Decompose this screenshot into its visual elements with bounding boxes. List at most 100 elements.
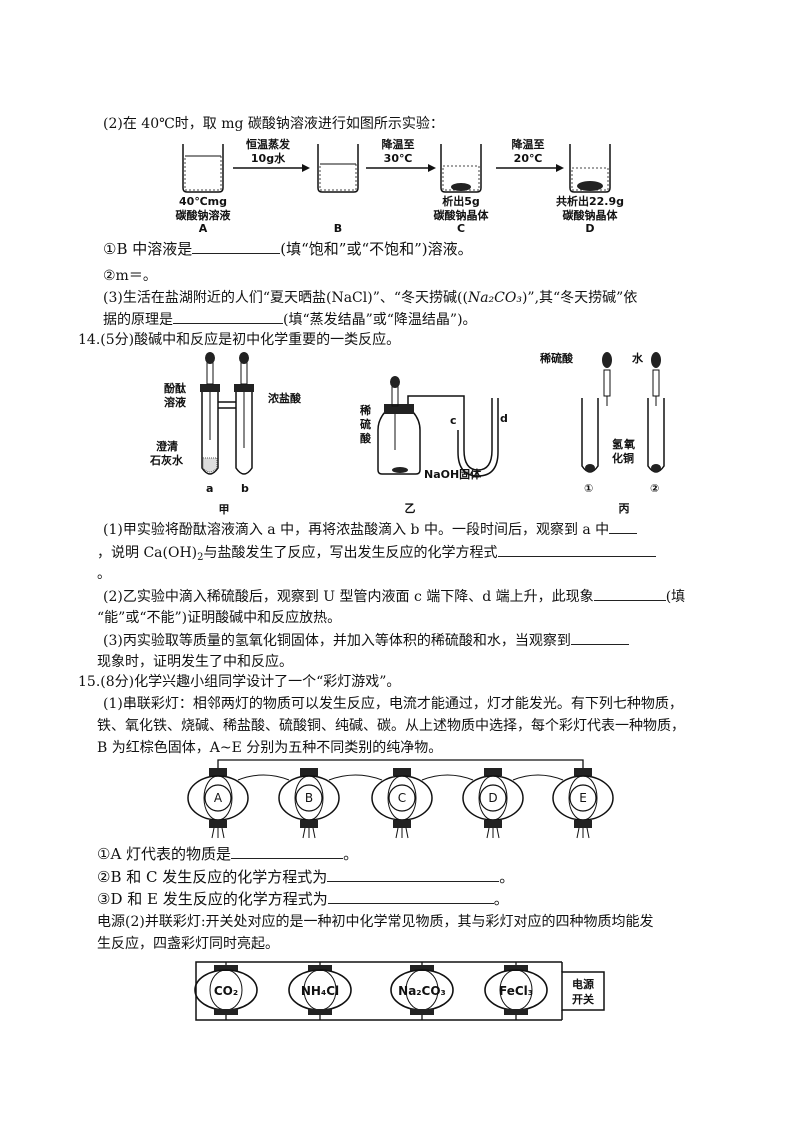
bing-acid: 稀硫酸 [540, 351, 574, 365]
q13-part3-line1: (3)生活在盐湖附近的人们“夏天晒盐(NaCl)”、“冬天捞碱((Na₂CO₃)… [103, 290, 638, 306]
parallel-lamp-3: Na₂CO₃ [390, 962, 454, 1020]
switch-label-2: 开关 [572, 992, 594, 1006]
answer-blank[interactable] [327, 889, 494, 904]
yi-label3: 酸 [360, 431, 372, 445]
bing-cu2: 氧 [623, 437, 635, 451]
answer-blank[interactable] [570, 630, 629, 645]
bing-name: 丙 [619, 502, 630, 515]
beaker-c [440, 144, 482, 193]
yi-d: d [500, 412, 508, 425]
yi-label2: 硫 [360, 417, 371, 431]
jia-label-phenol1: 酚酞 [164, 381, 186, 395]
q14-p1-line2: ，说明 Ca(OH)2与盐酸发生了反应，写出发生反应的化学方程式 [97, 542, 656, 568]
series-lamp-c: C [371, 768, 433, 839]
q14-p1-line1: (1)甲实验将酚酞溶液滴入 a 中，再将浓盐酸滴入 b 中。一段时间后，观察到 … [103, 519, 638, 540]
answer-blank[interactable] [593, 586, 666, 601]
q15-p1-line2: 铁、氧化铁、烧碱、稀盐酸、硫酸铜、纯碱、碳。从上述物质中选择，每个彩灯代表一种物… [97, 718, 685, 734]
q15-p2-line1: 电源(2)并联彩灯:开关处对应的是一种初中化学常见物质，其与彩灯对应的四种物质均… [97, 914, 654, 930]
beaker-d [569, 144, 611, 193]
neutralization-diagrams: 酚酞 溶液 浓盐酸 澄清 石灰水 a b 甲 稀 硫 酸 c d NaOH固体 … [149, 351, 665, 516]
jia-apparatus [200, 352, 254, 475]
answer-blank[interactable] [497, 542, 656, 557]
bing-1: ① [584, 482, 593, 495]
q14-title: 14.(5分)酸碱中和反应是初中化学重要的一类反应。 [78, 332, 401, 348]
arrow2-bottom: 30℃ [384, 152, 413, 165]
q14-p3-line2: 现象时，证明发生了中和反应。 [97, 654, 293, 670]
parallel-lamp-label: FeCl₃ [499, 984, 533, 998]
series-lamp-label: A [214, 791, 223, 805]
bing-water: 水 [632, 351, 644, 365]
series-lamp-diagram: A B C D E [187, 759, 614, 839]
beaker-experiment-diagram: 40℃mg 碳酸钠溶液 A 恒温蒸发 10g水 B 降温至 30℃ 析出5g 碳… [176, 137, 625, 235]
beaker-a-label2: 碳酸钠溶液 [176, 208, 232, 222]
beaker-a [182, 144, 224, 193]
yi-naoh: NaOH固体 [424, 467, 482, 481]
q13-subq2: ②m＝。 [103, 268, 157, 284]
q15-p2-line2: 生反应，四盏彩灯同时亮起。 [97, 936, 279, 952]
arrow3-bottom: 20℃ [514, 152, 543, 165]
yi-apparatus [377, 376, 499, 477]
bing-cu1: 氢 [612, 437, 623, 451]
series-lamp-label: C [398, 791, 406, 805]
jia-label-lime1: 澄清 [156, 439, 178, 453]
q15-qc: ③D 和 E 发生反应的化学方程式为。 [97, 889, 509, 908]
answer-blank[interactable] [173, 309, 283, 324]
bing-2: ② [650, 482, 659, 495]
series-lamp-b: B [278, 768, 340, 839]
jia-name: 甲 [219, 503, 230, 516]
beaker-b-letter: B [334, 222, 342, 235]
answer-blank[interactable] [609, 519, 638, 534]
jia-a: a [206, 482, 213, 495]
yi-c: c [450, 414, 457, 427]
q13-subq1: ①B 中溶液是(填“饱和”或“不饱和”)溶液。 [103, 239, 473, 258]
jia-label-phenol2: 溶液 [164, 395, 187, 409]
jia-b: b [241, 482, 249, 495]
beaker-d-label2: 碳酸钠晶体 [563, 208, 619, 222]
yi-label1: 稀 [360, 403, 371, 417]
q15-qb: ②B 和 C 发生反应的化学方程式为。 [97, 867, 515, 886]
series-lamp-e: E [552, 768, 614, 839]
arrow1-bottom: 10g水 [251, 151, 286, 165]
bing-cu3: 化铜 [612, 451, 634, 465]
jia-label-lime2: 石灰水 [149, 453, 184, 467]
answer-blank[interactable] [192, 239, 281, 254]
parallel-lamp-4: FeCl₃ [484, 962, 548, 1020]
jia-label-hcl: 浓盐酸 [268, 391, 302, 405]
series-lamp-a: A [187, 768, 249, 839]
beaker-c-label2: 碳酸钠晶体 [434, 208, 490, 222]
q15-p1-line1: (1)串联彩灯：相邻两灯的物质可以发生反应，电流才能通过，灯才能发光。有下列七种… [103, 696, 683, 712]
q14-p1-line3: 。 [97, 566, 111, 582]
parallel-lamp-label: CO₂ [214, 984, 238, 998]
beaker-a-label1: 40℃mg [179, 195, 227, 208]
bing-apparatus [581, 352, 665, 473]
q14-p3-line1: (3)丙实验取等质量的氢氧化铜固体，并加入等体积的稀硫酸和水，当观察到 [103, 630, 629, 651]
parallel-lamp-label: NH₄Cl [301, 984, 339, 998]
yi-name: 乙 [405, 502, 416, 515]
beaker-a-letter: A [199, 222, 208, 235]
arrow2-top: 降温至 [382, 137, 415, 151]
q14-p2-line2: “能”或“不能”)证明酸碱中和反应放热。 [97, 610, 342, 626]
beaker-c-letter: C [457, 222, 465, 235]
q15-qa: ①A 灯代表的物质是。 [97, 844, 359, 863]
series-lamp-label: B [305, 791, 313, 805]
answer-blank[interactable] [231, 844, 344, 859]
q15-title: 15.(8分)化学兴趣小组同学设计了一个“彩灯游戏”。 [78, 674, 401, 690]
q13-part2-intro: (2)在 40℃时，取 mg 碳酸钠溶液进行如图所示实验： [103, 116, 444, 132]
q13-part3-line2: 据的原理是(填“蒸发结晶”或“降温结晶”)。 [103, 309, 477, 330]
switch-label-1: 电源 [572, 977, 594, 991]
series-lamp-label: E [579, 791, 587, 805]
beaker-d-label1: 共析出22.9g [556, 194, 624, 208]
series-lamp-label: D [488, 791, 497, 805]
q14-p2-line1: (2)乙实验中滴入稀硫酸后，观察到 U 型管内液面 c 端下降、d 端上升，此现… [103, 586, 685, 607]
q15-p1-line3: B 为红棕色固体，A~E 分别为五种不同类别的纯净物。 [97, 740, 443, 756]
arrow1-top: 恒温蒸发 [246, 137, 291, 151]
beaker-b [317, 144, 359, 193]
parallel-lamp-label: Na₂CO₃ [398, 984, 446, 998]
beaker-d-letter: D [585, 222, 594, 235]
answer-blank[interactable] [327, 867, 500, 882]
parallel-lamp-2: NH₄Cl [288, 962, 352, 1020]
series-lamp-d: D [462, 768, 524, 839]
beaker-c-label1: 析出5g [442, 194, 480, 208]
